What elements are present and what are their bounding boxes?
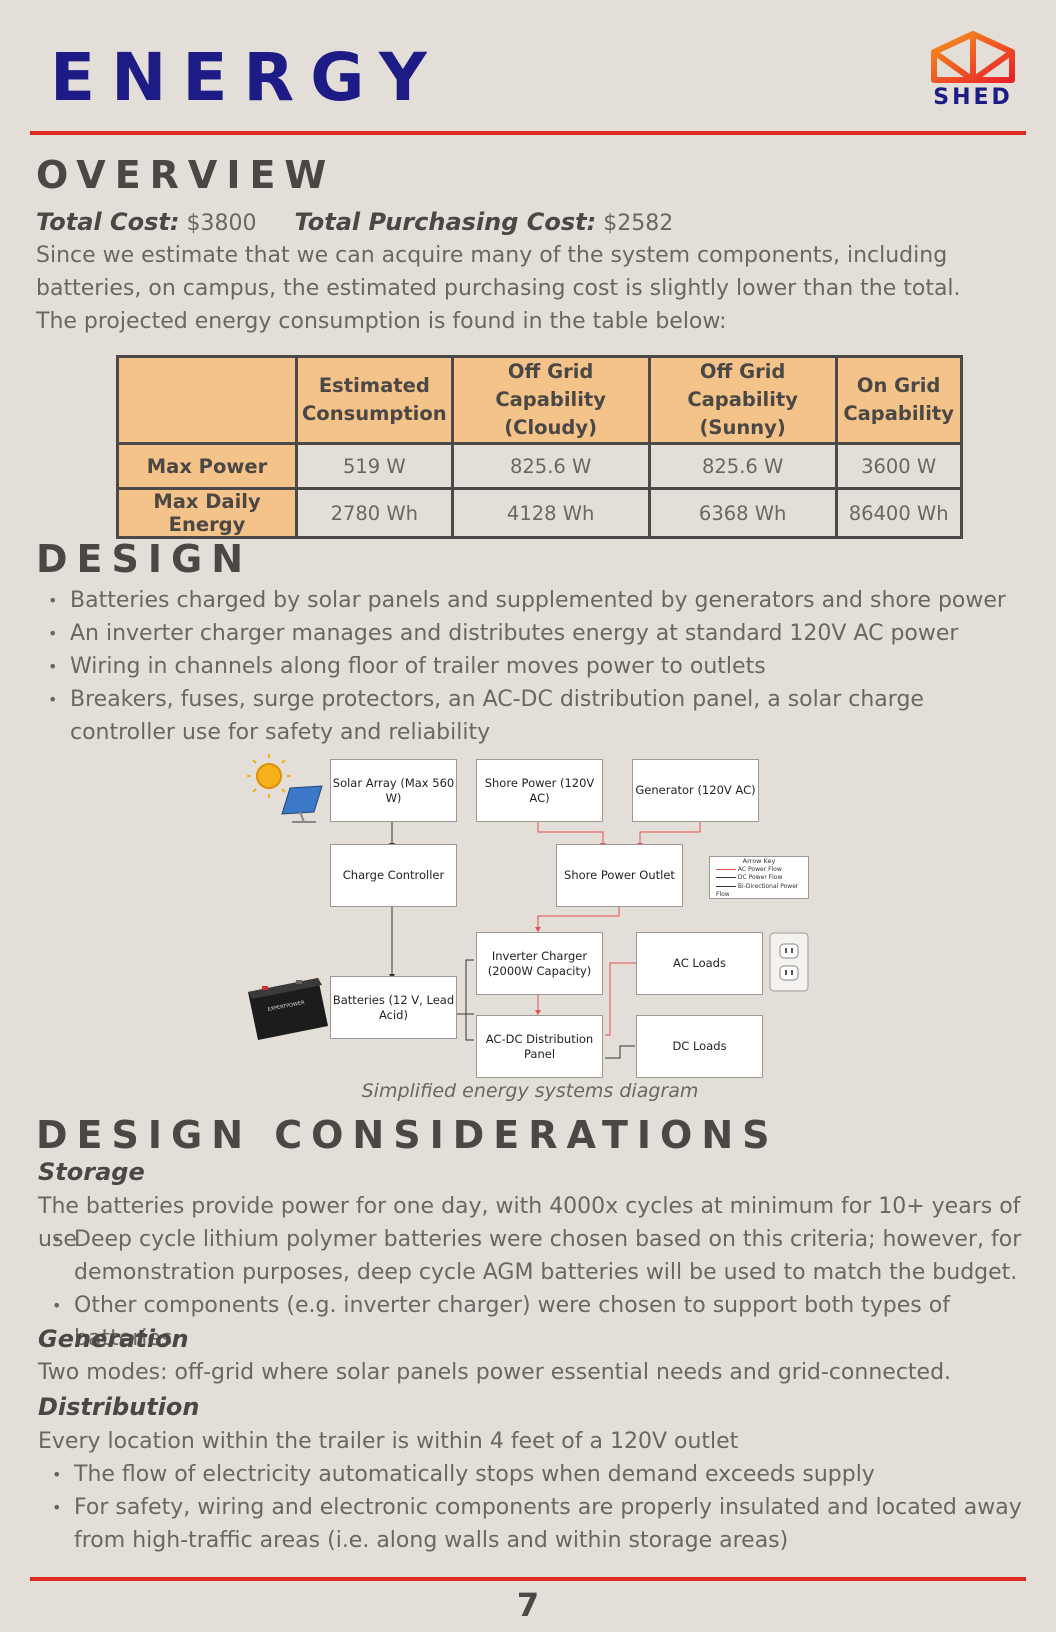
table-header: Off Grid Capability (Sunny) bbox=[647, 355, 838, 445]
distribution-bullets: The flow of electricity automatically st… bbox=[40, 1458, 1030, 1557]
table-cell: 3600 W bbox=[834, 442, 963, 490]
key-item: DC Power Flow bbox=[737, 874, 783, 881]
purchasing-cost-value: $2582 bbox=[603, 211, 674, 236]
storage-bullets: Deep cycle lithium polymer batteries wer… bbox=[40, 1223, 1030, 1355]
table-cell: 6368 Wh bbox=[647, 487, 838, 539]
battery-icon: EXPERTPOWER bbox=[248, 978, 328, 1040]
design-bullets: Batteries charged by solar panels and su… bbox=[36, 584, 1026, 749]
key-item: AC Power Flow bbox=[737, 865, 782, 873]
total-cost-label: Total Cost: bbox=[36, 208, 180, 236]
solar-array-box: Solar Array (Max 560 W) bbox=[330, 759, 457, 822]
table-cell: 86400 Wh bbox=[834, 487, 963, 539]
page-number: 7 bbox=[516, 1586, 540, 1624]
table-header: On Grid Capability bbox=[834, 355, 963, 445]
purchasing-cost-label: Total Purchasing Cost: bbox=[294, 208, 597, 236]
header-rule bbox=[30, 131, 1026, 135]
considerations-heading: DESIGN CONSIDERATIONS bbox=[36, 1113, 779, 1157]
table-header: Off Grid Capability (Cloudy) bbox=[450, 355, 651, 445]
row-label: Max Power bbox=[116, 442, 298, 490]
table-cell: 2780 Wh bbox=[295, 487, 454, 539]
list-item: Deep cycle lithium polymer batteries wer… bbox=[40, 1223, 1030, 1289]
table-cell: 825.6 W bbox=[647, 442, 838, 490]
table-header-row: Estimated Consumption Off Grid Capabilit… bbox=[116, 355, 963, 445]
overview-heading: OVERVIEW bbox=[36, 153, 336, 197]
table-header bbox=[116, 355, 298, 445]
generation-text: Two modes: off-grid where solar panels p… bbox=[38, 1360, 952, 1385]
generator-box: Generator (120V AC) bbox=[632, 759, 759, 822]
distribution-text: Every location within the trailer is wit… bbox=[38, 1429, 739, 1454]
arrow-key-title: Arrow Key bbox=[742, 857, 776, 865]
overview-text-2: The projected energy consumption is foun… bbox=[36, 309, 727, 334]
table-row: Max Power 519 W 825.6 W 825.6 W 3600 W bbox=[116, 442, 963, 490]
logo-text: SHED bbox=[933, 85, 1013, 110]
energy-table: Estimated Consumption Off Grid Capabilit… bbox=[116, 355, 963, 539]
list-item: The flow of electricity automatically st… bbox=[40, 1458, 1030, 1491]
acdc-panel-box: AC-DC Distribution Panel bbox=[476, 1015, 603, 1078]
list-item: Wiring in channels along floor of traile… bbox=[36, 650, 1026, 683]
batteries-box: Batteries (12 V, Lead Acid) bbox=[330, 976, 457, 1039]
solar-panel-icon bbox=[281, 785, 323, 823]
house-icon bbox=[931, 31, 1015, 83]
shed-logo: SHED bbox=[928, 30, 1018, 114]
page-title: ENERGY bbox=[50, 39, 443, 116]
generation-heading: Generation bbox=[38, 1325, 189, 1353]
inverter-charger-box: Inverter Charger (2000W Capacity) bbox=[476, 932, 603, 995]
shore-power-box: Shore Power (120V AC) bbox=[476, 759, 603, 822]
list-item: Breakers, fuses, surge protectors, an AC… bbox=[36, 683, 1026, 749]
table-cell: 825.6 W bbox=[450, 442, 651, 490]
key-item: Bi-Directional Power Flow bbox=[716, 882, 799, 899]
shore-outlet-box: Shore Power Outlet bbox=[556, 844, 683, 907]
diagram-caption: Simplified energy systems diagram bbox=[361, 1080, 699, 1102]
overview-text: Since we estimate that we can acquire ma… bbox=[36, 243, 961, 301]
total-cost-value: $3800 bbox=[186, 211, 257, 236]
table-cell: 4128 Wh bbox=[450, 487, 651, 539]
row-label: Max Daily Energy bbox=[116, 487, 298, 539]
dc-loads-box: DC Loads bbox=[636, 1015, 763, 1078]
table-header: Estimated Consumption bbox=[295, 355, 454, 445]
table-row: Max Daily Energy 2780 Wh 4128 Wh 6368 Wh… bbox=[116, 487, 963, 539]
sun-icon bbox=[247, 754, 291, 798]
list-item: Batteries charged by solar panels and su… bbox=[36, 584, 1026, 617]
storage-heading: Storage bbox=[38, 1158, 145, 1186]
arrow-key: Arrow Key AC Power Flow DC Power Flow Bi… bbox=[709, 856, 809, 899]
list-item: Other components (e.g. inverter charger)… bbox=[40, 1289, 1030, 1355]
footer-rule bbox=[30, 1577, 1026, 1581]
list-item: For safety, wiring and electronic compon… bbox=[40, 1491, 1030, 1557]
cost-line: Total Cost: $3800 Total Purchasing Cost:… bbox=[36, 206, 673, 240]
ac-loads-box: AC Loads bbox=[636, 932, 763, 995]
list-item: An inverter charger manages and distribu… bbox=[36, 617, 1026, 650]
distribution-heading: Distribution bbox=[38, 1393, 200, 1421]
table-cell: 519 W bbox=[295, 442, 454, 490]
charge-controller-box: Charge Controller bbox=[330, 844, 457, 907]
battery-brand: EXPERTPOWER bbox=[267, 1000, 305, 1013]
outlet-icon bbox=[769, 932, 809, 992]
design-heading: DESIGN bbox=[36, 537, 253, 581]
